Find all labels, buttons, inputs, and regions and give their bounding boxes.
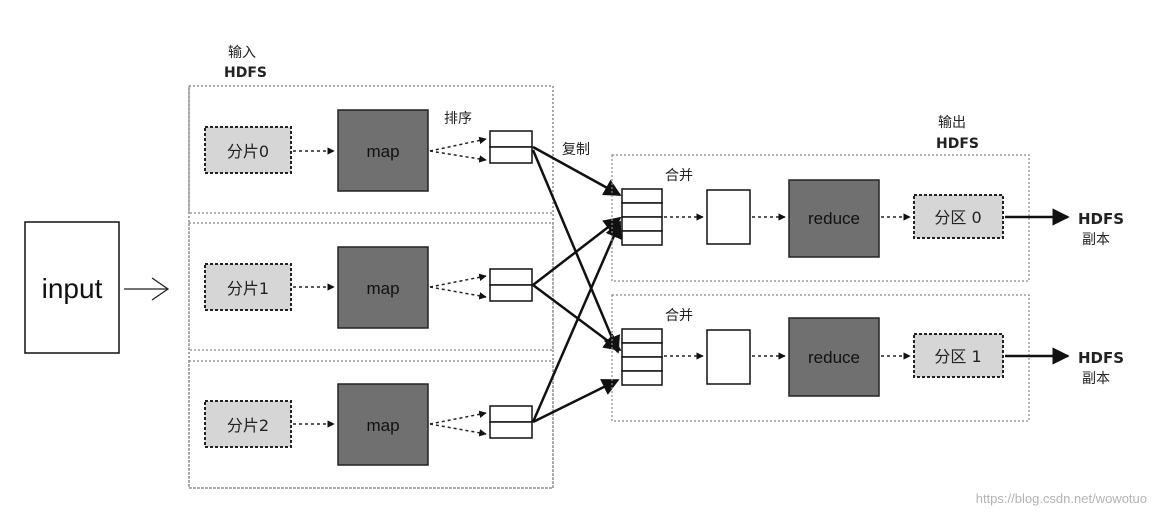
merge-buffer-0 (621, 188, 663, 246)
map-phase-title-1: 输入 (228, 45, 256, 61)
map-to-sort-arrow-0b (429, 150, 487, 163)
copy-label: 复制 (562, 141, 590, 158)
input-arrow (124, 277, 170, 301)
output-replica-1: 副本 (1082, 371, 1110, 387)
merge-label-0: 合并 (665, 168, 693, 184)
map-label-0: map (366, 142, 399, 161)
partition-label-0: 分区 0 (934, 208, 981, 227)
map-label-1: map (366, 279, 399, 298)
merge-buffer-1 (621, 328, 663, 386)
map-node-2: map (337, 383, 429, 466)
shuffle-arrow-0-0 (532, 145, 622, 197)
shuffle-arrow-1-1 (532, 283, 622, 352)
output-hdfs-0: HDFS (1078, 210, 1124, 228)
shuffle-arrows (531, 145, 622, 424)
sort-buffer-1 (489, 268, 533, 302)
map-to-sort-arrow-0a (429, 136, 487, 152)
shuffle-arrow-2-1 (532, 378, 620, 424)
map-row-0 (188, 85, 554, 214)
output-hdfs-1: HDFS (1078, 349, 1124, 367)
reduce-label-0: reduce (808, 209, 860, 228)
partition-1: 分区 1 (913, 333, 1004, 378)
map-to-sort-arrow-1b (429, 286, 487, 300)
map-row-2 (188, 360, 554, 489)
sort-buffer-0 (489, 130, 533, 164)
reduce-phase-title-1: 输出 (938, 115, 966, 131)
reduce-label-1: reduce (808, 348, 860, 367)
output-replica-0: 副本 (1082, 232, 1110, 248)
split-label-2: 分片2 (227, 416, 269, 435)
reduce-node-0: reduce (788, 179, 880, 258)
reduce-phase-title-2: HDFS (936, 136, 979, 152)
sort-label: 排序 (444, 111, 472, 127)
map-to-sort-arrow-2b (429, 423, 487, 437)
shuffle-arrow-1-0 (532, 216, 622, 286)
input-label: input (42, 273, 103, 304)
input-node: input (24, 221, 120, 354)
map-to-sort-arrow-2a (429, 410, 487, 425)
map-node-1: map (337, 246, 429, 329)
merge-label-1: 合并 (665, 308, 693, 324)
shuffle-arrow-2-0 (531, 220, 622, 423)
split-label-0: 分片0 (227, 142, 269, 161)
split-0: 分片0 (204, 126, 292, 174)
split-2: 分片2 (204, 400, 292, 448)
merged-file-0 (706, 189, 751, 245)
map-phase-title-2: HDFS (224, 65, 267, 81)
map-row-1 (188, 222, 554, 351)
partition-0: 分区 0 (913, 194, 1004, 239)
split-1: 分片1 (204, 263, 292, 311)
reduce-node-1: reduce (788, 317, 880, 397)
watermark: https://blog.csdn.net/wowotuo (976, 491, 1147, 506)
map-to-sort-arrow-1a (429, 273, 487, 288)
partition-label-1: 分区 1 (934, 347, 981, 366)
reduce-row-1 (611, 294, 1030, 422)
merged-file-1 (706, 329, 751, 385)
split-label-1: 分片1 (227, 279, 269, 298)
map-node-0: map (337, 109, 429, 192)
sort-buffer-2 (489, 405, 533, 439)
map-label-2: map (366, 416, 399, 435)
